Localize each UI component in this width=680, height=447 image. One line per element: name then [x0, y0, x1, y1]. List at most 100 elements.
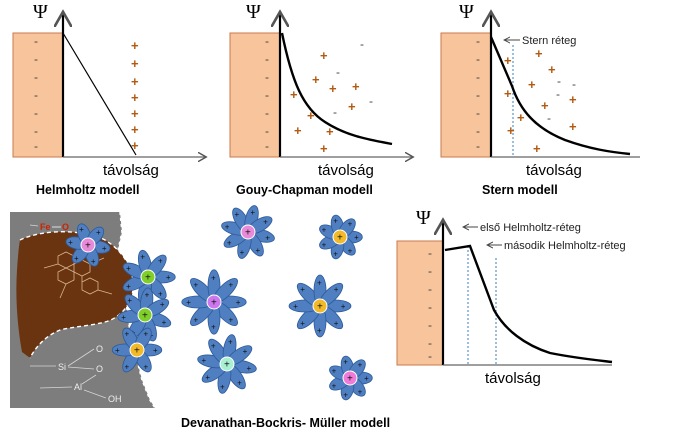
svg-text:+: +: [131, 106, 139, 121]
water-charge-sign: +: [228, 315, 233, 324]
svg-text:+: +: [504, 53, 512, 68]
distance-label: távolság: [485, 370, 541, 387]
stern-layer-label: Stern réteg: [522, 35, 576, 47]
svg-text:-: -: [34, 106, 38, 120]
water-charge-sign: +: [334, 319, 339, 328]
water-charge-sign: +: [235, 210, 240, 219]
water-charge-sign: +: [102, 244, 107, 253]
svg-text:-: -: [557, 74, 561, 88]
water-charge-sign: +: [250, 208, 255, 217]
svg-text:-: -: [476, 34, 480, 48]
svg-text:+: +: [533, 141, 541, 156]
water-charge-sign: +: [158, 257, 163, 266]
svg-text:-: -: [476, 52, 480, 66]
wall-charges: - - - - - - -: [34, 34, 38, 153]
water-charge-sign: +: [68, 238, 73, 247]
ion-charge-sign: +: [211, 298, 217, 309]
water-charge-sign: +: [166, 273, 171, 282]
svg-text:-: -: [265, 88, 269, 102]
svg-text:-: -: [34, 34, 38, 48]
water-charge-sign: +: [225, 223, 230, 232]
svg-text:+: +: [320, 141, 328, 156]
water-charge-sign: +: [341, 302, 346, 311]
stern-panel: Ψ Stern réteg - - - - - - - + + + + + + …: [440, 1, 640, 197]
ion-charge-sign: +: [134, 346, 140, 357]
water-charge-sign: +: [121, 313, 126, 322]
potential-curve: [444, 244, 613, 364]
al-atom-label: Al: [74, 382, 82, 392]
svg-text:+: +: [131, 56, 139, 71]
water-charge-sign: +: [125, 362, 130, 371]
svg-text:+: +: [569, 119, 577, 134]
ion-charge-sign: +: [142, 311, 148, 322]
water-charge-sign: +: [255, 246, 260, 255]
stern-ions: + + + + + + + + + + +: [504, 46, 577, 156]
water-charge-sign: +: [343, 357, 348, 366]
psi-label: Ψ: [33, 1, 48, 23]
water-charge-sign: +: [125, 330, 130, 339]
ion-core: [219, 356, 235, 372]
water-charge-sign: +: [228, 281, 233, 290]
svg-text:+: +: [569, 92, 577, 107]
hydrated-ion: +++++++: [111, 327, 163, 373]
stern-caption: Stern modell: [482, 183, 558, 197]
hydrated-ion: ++++++++: [319, 214, 363, 260]
potential-curve: [280, 32, 393, 146]
svg-text:-: -: [428, 349, 432, 363]
ion-core: [312, 298, 328, 314]
svg-text:-: -: [428, 336, 432, 350]
svg-text:-: -: [34, 88, 38, 102]
water-charge-sign: +: [211, 341, 216, 350]
water-charge-sign: +: [348, 246, 353, 255]
water-charge-sign: +: [126, 282, 131, 291]
wall-charges: - - - - - - -: [265, 34, 269, 153]
ion-core: [342, 370, 358, 386]
water-charge-sign: +: [158, 289, 163, 298]
svg-text:-: -: [428, 318, 432, 332]
diffuse-ions: + + + + + + + + + +: [290, 48, 360, 156]
water-charge-sign: +: [220, 382, 225, 391]
svg-text:+: +: [504, 86, 512, 101]
svg-text:+: +: [131, 138, 139, 153]
water-charge-sign: +: [145, 290, 150, 299]
hydrated-ion: +++++++: [65, 223, 111, 267]
helmholtz-panel: Ψ - - - - - - - + + + + + + + távolság H…: [12, 1, 205, 197]
first-layer-label: első Helmholtz-réteg: [480, 222, 581, 234]
dbm-illustration: Fe O Si O O Al OH ++++++++++++++++++++++…: [10, 205, 373, 409]
svg-text:-: -: [428, 300, 432, 314]
svg-text:-: -: [476, 139, 480, 153]
water-charge-sign: +: [236, 298, 241, 307]
svg-text:+: +: [131, 74, 139, 89]
svg-text:+: +: [131, 90, 139, 105]
water-charge-sign: +: [354, 233, 359, 242]
water-charge-sign: +: [162, 318, 167, 327]
si-atom-label: Si: [58, 362, 66, 372]
electrode-block: [12, 32, 64, 158]
o-atom-label-3: O: [96, 364, 103, 374]
distance-label: távolság: [526, 162, 582, 179]
gouy-chapman-panel: Ψ - - - - - - - + + + + + + + + + + - - …: [229, 1, 412, 197]
psi-label: Ψ: [416, 207, 431, 229]
water-charge-sign: +: [91, 257, 96, 266]
water-charge-sign: +: [74, 254, 79, 263]
water-charge-sign: +: [211, 323, 216, 332]
svg-text:-: -: [369, 94, 373, 108]
ion-charge-sign: +: [145, 273, 151, 284]
wall-charges: - - - - - - -: [476, 34, 480, 153]
hydrated-ion: ++++++++: [329, 355, 373, 401]
water-charge-sign: +: [300, 319, 305, 328]
water-charge-sign: +: [211, 273, 216, 282]
svg-text:-: -: [265, 106, 269, 120]
water-charge-sign: +: [115, 346, 120, 355]
fe-atom-label: Fe: [40, 222, 51, 232]
svg-text:-: -: [336, 65, 340, 79]
psi-label: Ψ: [246, 1, 261, 23]
svg-text:-: -: [265, 52, 269, 66]
ion-charge-sign: +: [337, 233, 343, 244]
svg-text:-: -: [360, 37, 364, 51]
dbm-panel: Ψ első Helmholtz-réteg második Helmholtz…: [396, 207, 626, 387]
water-charge-sign: +: [144, 362, 149, 371]
water-charge-sign: +: [263, 218, 268, 227]
ion-core: [206, 294, 222, 310]
